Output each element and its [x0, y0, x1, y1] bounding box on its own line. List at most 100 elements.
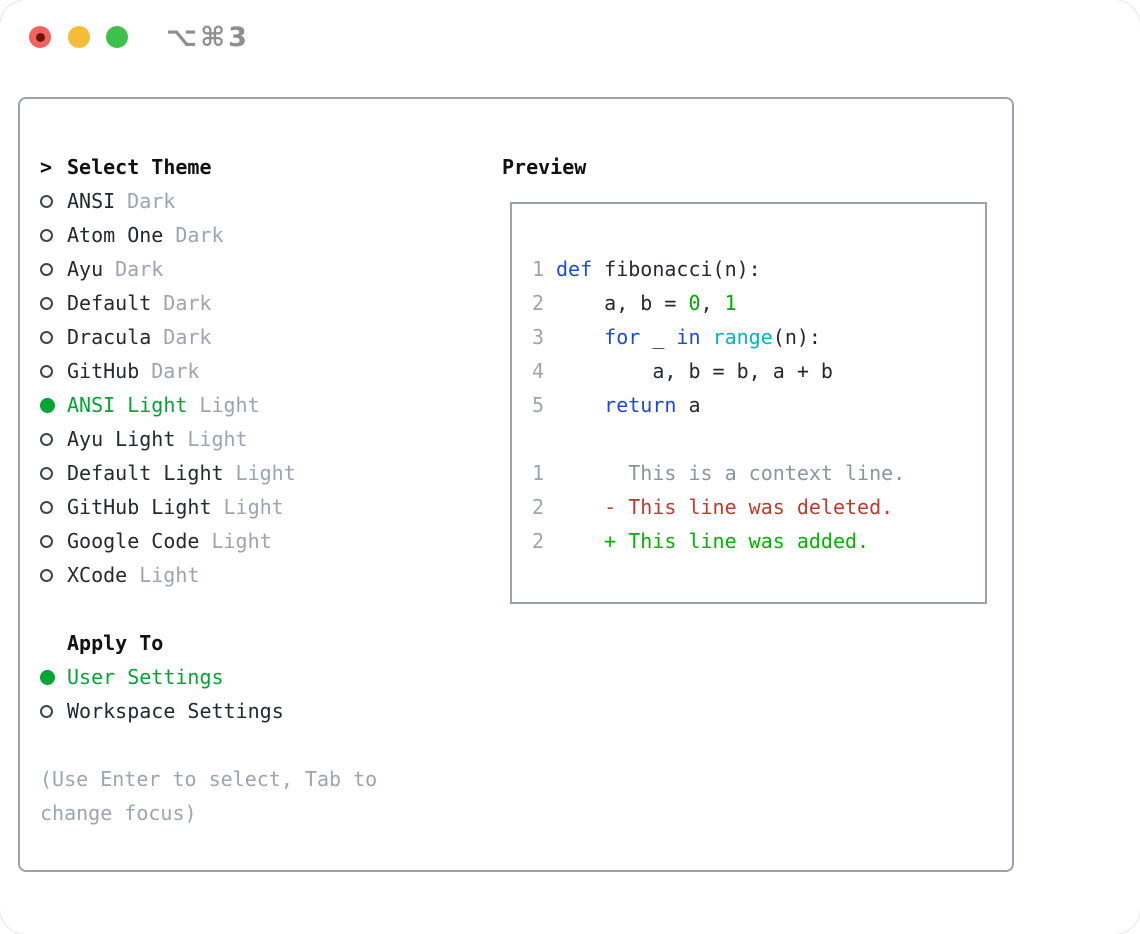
theme-variant-tag: Light — [211, 529, 272, 553]
close-button[interactable] — [29, 26, 51, 48]
theme-name: Ayu — [67, 257, 104, 281]
theme-variant-tag: Light — [223, 495, 284, 519]
theme-variant-tag: Dark — [175, 223, 224, 247]
radio-icon — [40, 568, 53, 582]
code-token-plain — [701, 325, 713, 349]
diff-text: + This line was added. — [556, 529, 870, 553]
diff-text: This is a context line. — [556, 461, 906, 485]
theme-variant-tag: Light — [187, 427, 248, 451]
theme-variant-tag: Light — [139, 563, 200, 587]
code-token-plain: a, b = — [556, 291, 689, 315]
close-dot-icon — [35, 32, 45, 42]
spacer — [40, 728, 484, 762]
code-token-number: 1 — [724, 291, 737, 315]
theme-variant-tag: Light — [235, 461, 296, 485]
apply-option-user-settings[interactable]: User Settings — [40, 660, 484, 694]
spacer — [40, 592, 484, 626]
theme-variant-tag: Light — [199, 393, 260, 417]
line-number: 2 — [532, 291, 545, 315]
diff-line-deleted: 2 - This line was deleted. — [532, 490, 985, 524]
diff-block: 1 This is a context line.2 - This line w… — [532, 456, 985, 558]
radio-icon — [40, 330, 53, 344]
theme-variant-tag: Dark — [163, 325, 212, 349]
theme-option-ansi-light[interactable]: ANSI Light Light — [40, 388, 484, 422]
radio-selected-icon — [40, 669, 55, 685]
diff-text: - This line was deleted. — [556, 495, 894, 519]
radio-icon — [40, 432, 53, 446]
theme-option-default-light[interactable]: Default Light Light — [40, 456, 484, 490]
line-number: 3 — [532, 325, 545, 349]
code-token-keyword: in — [676, 325, 701, 349]
diff-line-added: 2 + This line was added. — [532, 524, 985, 558]
theme-name: Default — [67, 291, 152, 315]
code-token-plain — [556, 393, 604, 417]
theme-name: ANSI Light — [67, 393, 188, 417]
code-token-plain: fibonacci(n): — [592, 257, 761, 281]
code-token-keyword: for — [604, 325, 641, 349]
theme-name: Google Code — [67, 529, 200, 553]
code-token-keyword: return — [604, 393, 677, 417]
theme-option-google-code[interactable]: Google Code Light — [40, 524, 484, 558]
code-token-number: 0 — [688, 291, 701, 315]
line-number: 4 — [532, 359, 545, 383]
radio-icon — [40, 704, 53, 718]
minimize-button[interactable] — [68, 26, 90, 48]
radio-icon — [40, 228, 53, 242]
code-token-plain: a — [676, 393, 701, 417]
line-number: 1 — [532, 461, 545, 485]
radio-icon — [40, 194, 53, 208]
theme-name: Ayu Light — [67, 427, 176, 451]
code-token-plain: a, b = b, a + b — [556, 359, 833, 383]
code-token-keyword: def — [556, 257, 593, 281]
zoom-button[interactable] — [106, 26, 128, 48]
theme-list-header: >Select Theme — [40, 150, 484, 184]
radio-icon — [40, 296, 53, 310]
line-number: 5 — [532, 393, 545, 417]
apply-option-label: Workspace Settings — [67, 699, 284, 723]
preview-header: Preview — [502, 150, 586, 184]
apply-to-title: Apply To — [67, 631, 164, 655]
code-token-plain: (n): — [772, 325, 821, 349]
radio-icon — [40, 534, 53, 548]
radio-selected-icon — [40, 397, 55, 413]
theme-option-github-light[interactable]: GitHub Light Light — [40, 490, 484, 524]
window-title: ⌥⌘3 — [166, 22, 250, 53]
code-line: 5 return a — [532, 388, 985, 422]
radio-icon — [40, 262, 53, 276]
code-token-plain: , — [700, 291, 725, 315]
theme-name: Atom One — [67, 223, 164, 247]
theme-option-ayu-light[interactable]: Ayu Light Light — [40, 422, 484, 456]
radio-icon — [40, 466, 53, 480]
apply-option-workspace-settings[interactable]: Workspace Settings — [40, 694, 484, 728]
theme-name: GitHub — [67, 359, 140, 383]
code-token-builtin: range — [712, 325, 773, 349]
code-token-plain — [556, 325, 604, 349]
code-line: 2 a, b = 0, 1 — [532, 286, 985, 320]
theme-variant-tag: Dark — [127, 189, 176, 213]
code-line: 4 a, b = b, a + b — [532, 354, 985, 388]
apply-option-label: User Settings — [67, 665, 224, 689]
blank-line — [532, 422, 985, 456]
theme-name: Default Light — [67, 461, 224, 485]
theme-option-ayu[interactable]: Ayu Dark — [40, 252, 484, 286]
keyboard-hint: (Use Enter to select, Tab to change focu… — [40, 767, 378, 825]
theme-option-atom-one[interactable]: Atom One Dark — [40, 218, 484, 252]
line-number: 2 — [532, 529, 545, 553]
theme-name: GitHub Light — [67, 495, 212, 519]
code-token-plain: _ — [640, 325, 677, 349]
diff-line-context: 1 This is a context line. — [532, 456, 985, 490]
radio-icon — [40, 500, 53, 514]
theme-variant-tag: Dark — [115, 257, 164, 281]
